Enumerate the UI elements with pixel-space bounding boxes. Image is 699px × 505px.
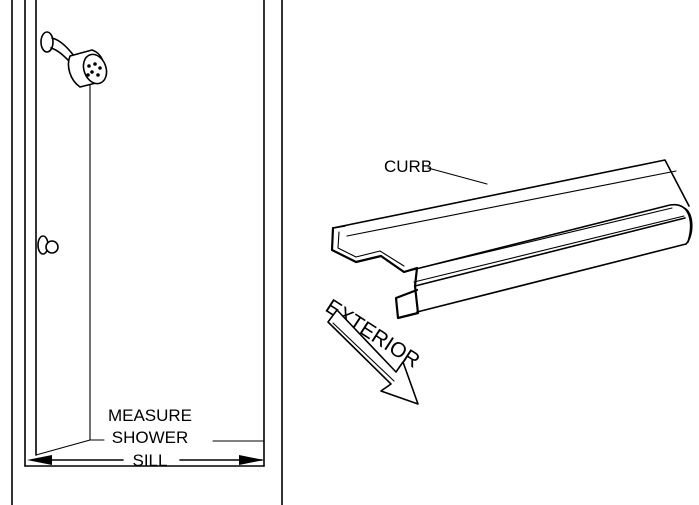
sill-label: SILL [133,451,168,470]
curb-leader-line [427,167,488,185]
curb-top-back-edge [332,225,346,229]
curb-front-bottom [416,243,687,313]
curb-top-inner [346,170,677,237]
curb-lip-highlight [419,207,673,269]
exterior-indicator: EXTERIOR [321,295,424,405]
curb-profile: CURB [330,157,693,320]
measure-label: MEASURE [108,406,192,425]
exterior-arrow-icon [327,309,419,405]
curb-front-top [414,217,686,287]
shower-head-icon [40,31,108,88]
faucet-knob-icon [37,235,59,255]
curb-rear-channel-inner [337,231,405,267]
shower-label: SHOWER [112,428,189,447]
curb-top-face [332,159,690,229]
curb-front-end [683,207,693,245]
curb-front-left [394,284,420,320]
sill-dimension-arrow [27,455,264,465]
curb-lip-shadow [413,215,685,283]
curb-label: CURB [384,157,432,176]
exterior-arrow-inner [332,322,395,382]
curb-rear-channel [330,226,419,288]
enclosure-back-corner [35,59,91,456]
shower-enclosure: MEASURE SHOWER SILL [11,0,283,505]
curb-lip-top [403,204,692,273]
